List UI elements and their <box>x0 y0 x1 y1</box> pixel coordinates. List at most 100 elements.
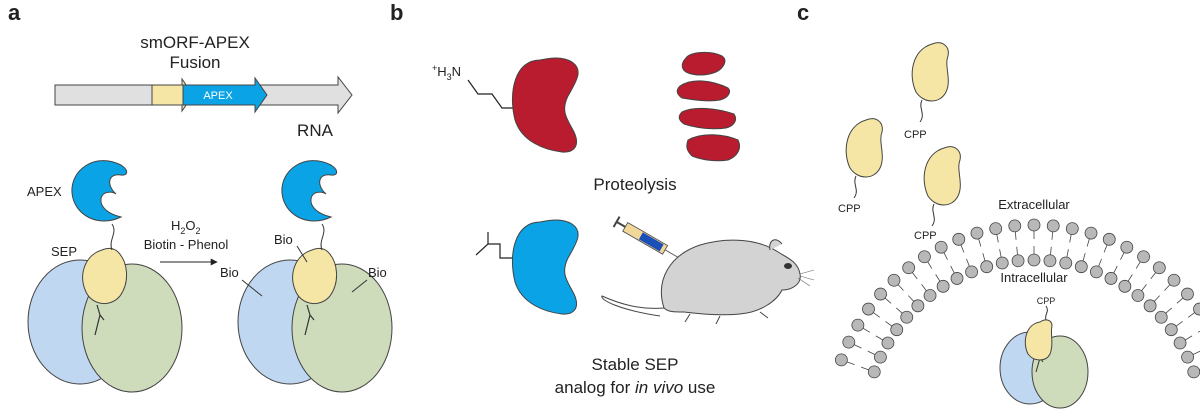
lipid-head <box>995 256 1009 270</box>
lipid-head <box>1154 310 1168 324</box>
lipid-head <box>842 335 856 349</box>
lipid-head <box>874 287 887 301</box>
stable-sep-line1: Stable SEP <box>592 355 679 374</box>
apex-protein <box>71 160 128 222</box>
rna-label: RNA <box>297 121 334 140</box>
fusion-label-line2: Fusion <box>169 53 220 72</box>
lipid-head <box>1143 299 1157 313</box>
lipid-head <box>1065 222 1079 236</box>
lipid-head <box>936 279 950 293</box>
intracellular-label: Intracellular <box>1000 270 1068 285</box>
lipid-head <box>1118 279 1132 293</box>
lipid-head <box>834 353 848 367</box>
lipid-head <box>890 323 904 337</box>
cpp-label: CPP <box>904 129 927 141</box>
fusion-label-line1: smORF-APEX <box>140 33 250 52</box>
lipid-head <box>918 250 931 264</box>
apex-protein <box>281 160 338 222</box>
lipid-head <box>965 265 978 279</box>
stable-sep-protein <box>512 219 579 315</box>
lipid-head <box>1102 232 1116 246</box>
lipid-head <box>1193 302 1200 316</box>
bio-leader <box>351 279 368 293</box>
lipid-head <box>1074 260 1088 274</box>
lipid-head <box>1167 273 1181 287</box>
ligand <box>94 304 105 336</box>
lipid-head <box>1011 254 1025 268</box>
sep-protein <box>292 247 337 304</box>
amine-chain <box>467 79 516 109</box>
lipid-head <box>950 272 964 285</box>
cpp-sep <box>845 118 883 199</box>
lipid-head <box>1164 323 1178 337</box>
lipid-head <box>1137 250 1150 264</box>
bio-leader <box>296 245 308 263</box>
lipid-head <box>1046 219 1060 233</box>
lipid-head <box>1152 261 1166 275</box>
h2o2-label: H2O2 <box>171 218 201 236</box>
ligand <box>304 304 315 336</box>
stable-sep-line2: analog for in vivo use <box>555 378 716 397</box>
cpp-label: CPP <box>914 230 937 242</box>
sep-label: SEP <box>51 244 77 259</box>
cpp-sep <box>911 42 949 123</box>
lipid-head <box>867 365 881 379</box>
panel-b: b +H3N Proteolysis <box>390 0 815 397</box>
lipid-head <box>1084 226 1098 240</box>
lipid-head <box>1181 287 1194 301</box>
lipid-head <box>989 222 1003 236</box>
linker <box>110 223 115 251</box>
lipid-head <box>1059 256 1073 270</box>
mouse-icon <box>601 239 815 325</box>
rna-construct: APEX <box>54 75 353 115</box>
lipid-head <box>851 318 865 332</box>
lipid-head <box>911 299 925 313</box>
lipid-head <box>1173 336 1187 350</box>
lipid-bilayer-icon <box>834 218 1200 379</box>
lipid-head <box>881 336 895 350</box>
internalized-complex <box>999 305 1089 409</box>
lipid-head <box>1090 265 1103 279</box>
linker <box>320 223 325 251</box>
bio-label: Bio <box>274 232 293 247</box>
lipid-head <box>862 302 875 316</box>
lipid-head <box>1104 272 1118 285</box>
lipid-head <box>970 226 984 240</box>
red-protein <box>512 57 579 153</box>
lipid-head <box>902 261 916 275</box>
sep-protein <box>82 247 127 304</box>
lipid-head <box>980 260 994 274</box>
biotin-phenol-label: Biotin - Phenol <box>144 237 229 252</box>
cpp-label: CPP <box>838 203 861 215</box>
amine-label: +H3N <box>432 63 461 82</box>
lipid-head <box>923 289 937 302</box>
lipid-head <box>1181 350 1194 364</box>
capped-chain <box>475 232 516 259</box>
syringe-icon <box>612 216 681 260</box>
lipid-head <box>952 232 966 246</box>
lipid-head <box>887 273 901 287</box>
panel-c: c CPP CPP CPP Extracellular Intracellula… <box>797 0 1200 409</box>
lipid-head <box>1008 219 1022 233</box>
bio-label: Bio <box>220 265 239 280</box>
bio-leader <box>241 279 263 297</box>
extracellular-label: Extracellular <box>998 197 1070 212</box>
panel-a: a smORF-APEX Fusion APEX RNA APEX SEP H2… <box>8 0 393 393</box>
apex-label: APEX <box>27 184 62 199</box>
apex-gene-arrow <box>182 76 268 114</box>
degraded-protein <box>676 51 741 162</box>
lipid-head <box>1120 240 1134 254</box>
lipid-head <box>1043 254 1057 268</box>
panel-b-letter: b <box>390 0 403 25</box>
lipid-head <box>934 240 948 254</box>
panel-a-letter: a <box>8 0 21 25</box>
lipid-head <box>1027 253 1041 267</box>
lipid-head <box>1131 289 1145 302</box>
proteolysis-label: Proteolysis <box>593 175 676 194</box>
bio-label: Bio <box>368 265 387 280</box>
cpp-label: CPP <box>1037 296 1056 306</box>
lipid-head <box>900 310 914 324</box>
apex-gene-label: APEX <box>203 90 233 102</box>
panel-c-letter: c <box>797 0 809 25</box>
